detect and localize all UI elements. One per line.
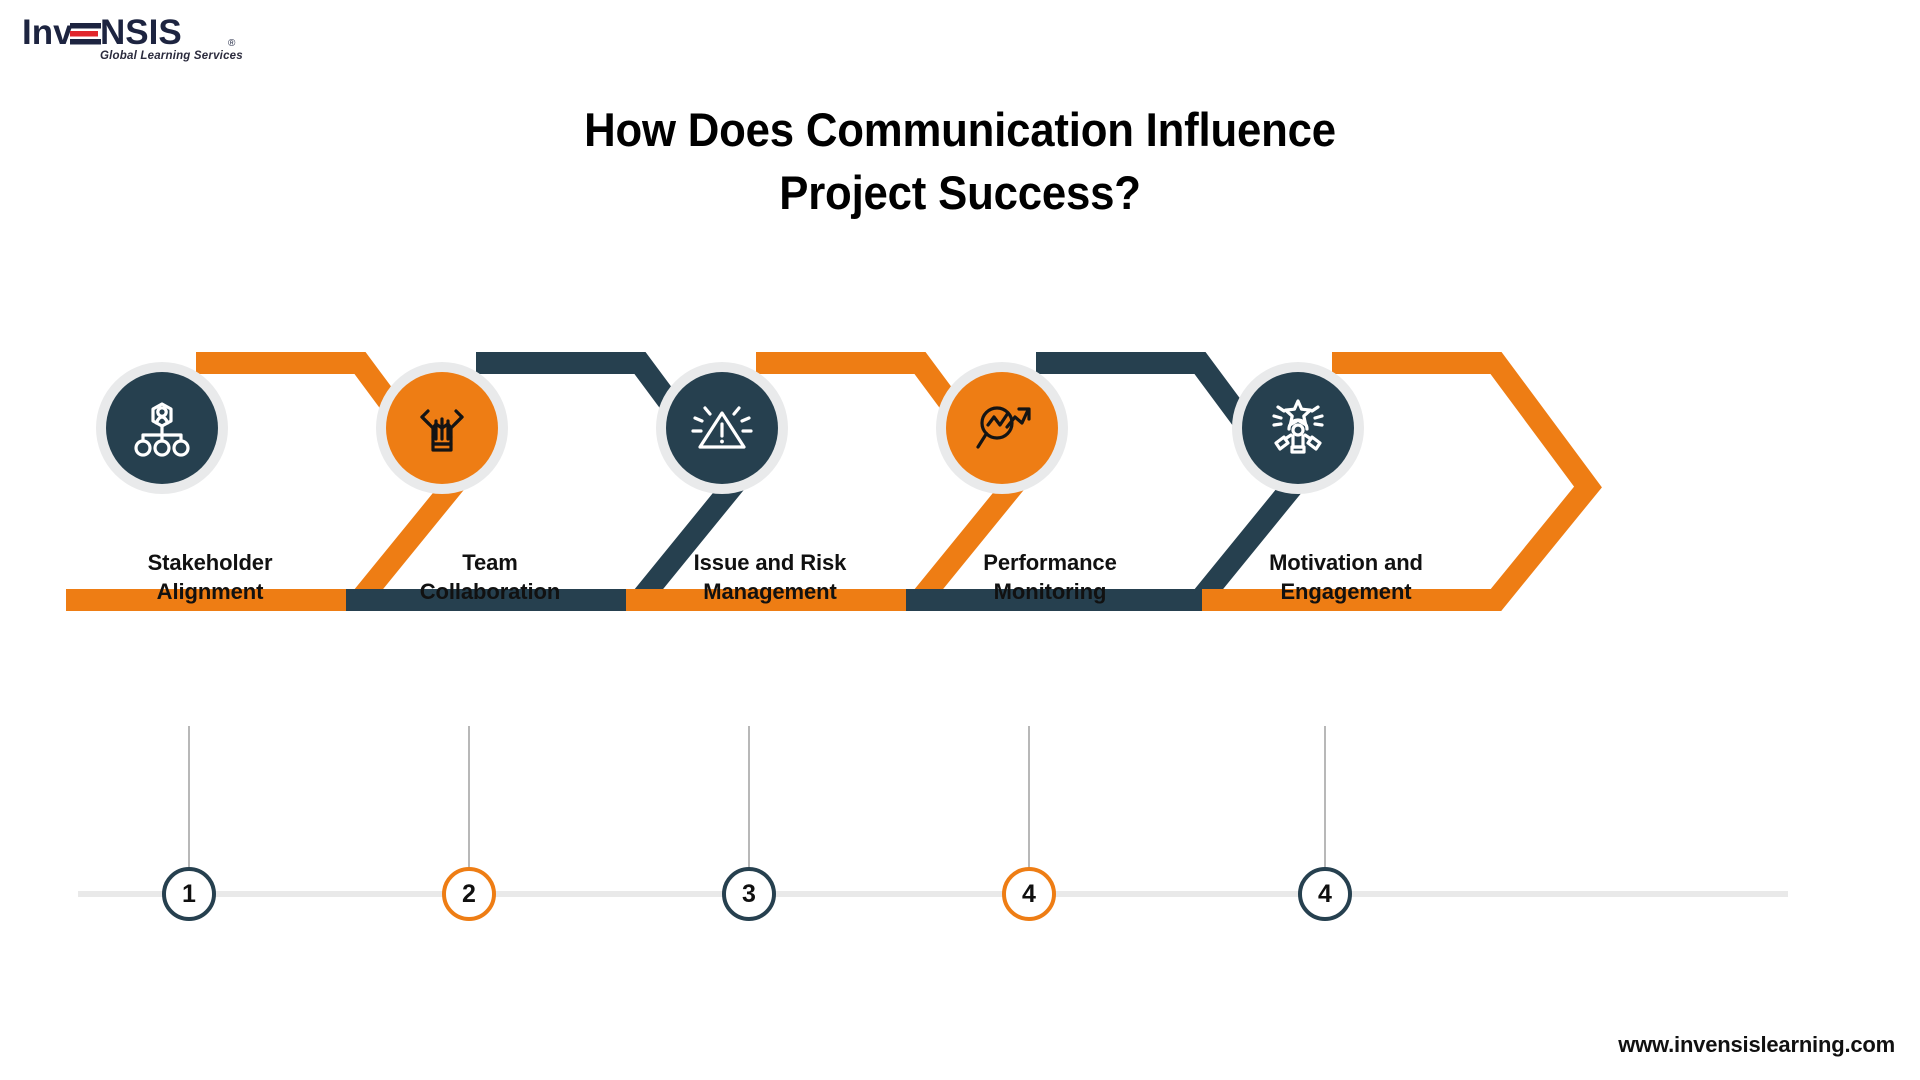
step-icon-badge-5 <box>1232 362 1364 494</box>
step-label-line-1: Performance <box>983 550 1117 575</box>
footer-website-url: www.invensislearning.com <box>1618 1032 1895 1057</box>
step-icon-badge-2 <box>376 362 508 494</box>
step-number-badge-4: 4 <box>1002 867 1056 921</box>
step-connector-line-4 <box>1028 726 1030 876</box>
step-chevron-3 <box>626 352 1026 611</box>
warning-triangle-icon <box>666 372 778 484</box>
step-connector-line-2 <box>468 726 470 876</box>
page-title-line-1: How Does Communication Influence <box>584 103 1336 157</box>
step-chevron-2 <box>346 352 746 611</box>
step-label-line-1: Team <box>462 550 518 575</box>
registered-trademark-icon: ® <box>228 38 236 49</box>
page-title-line-2: Project Success? <box>779 165 1141 219</box>
step-connector-line-3 <box>748 726 750 876</box>
step-label-line-2: Alignment <box>156 579 264 605</box>
step-connector-line-1 <box>188 726 190 876</box>
step-number-badge-3: 3 <box>722 867 776 921</box>
step-label-line-1: Stakeholder <box>147 550 273 575</box>
org-chart-stakeholder-icon <box>106 372 218 484</box>
step-number-text: 4 <box>1318 879 1332 908</box>
step-label-line-2: Management <box>703 579 837 605</box>
logo-tagline: Global Learning Services <box>100 50 243 62</box>
step-number-text: 4 <box>1022 879 1036 908</box>
step-chevron-5 <box>1202 352 1602 611</box>
step-number-badge-1: 1 <box>162 867 216 921</box>
step-label-line-2: Monitoring <box>993 579 1107 605</box>
timeline-baseline <box>78 891 1788 897</box>
step-label-line-2: Collaboration <box>419 579 561 605</box>
step-number-text: 3 <box>742 879 756 908</box>
step-number-badge-2: 2 <box>442 867 496 921</box>
invensis-logo: Inv NSIS ® Global Learning Services <box>22 14 252 72</box>
step-number-text: 1 <box>182 879 196 908</box>
step-icon-badge-1 <box>96 362 228 494</box>
step-label-line-2: Engagement <box>1280 579 1412 605</box>
page-title: How Does Communication Influence Project… <box>67 99 1853 224</box>
logo-nsis-text: NSIS <box>100 14 182 52</box>
star-celebration-teamwork-icon <box>1242 372 1354 484</box>
magnifier-trend-chart-icon <box>946 372 1058 484</box>
step-label-line-1: Motivation and <box>1269 550 1423 575</box>
step-connector-line-5 <box>1324 726 1326 876</box>
logo-inv-text: Inv <box>22 14 73 52</box>
joined-hands-teamwork-icon <box>386 372 498 484</box>
step-chevron-1 <box>66 352 466 611</box>
step-chevron-4 <box>906 352 1306 611</box>
step-label-line-1: Issue and Risk <box>693 550 847 575</box>
step-number-badge-5: 4 <box>1298 867 1352 921</box>
step-number-text: 2 <box>462 879 476 908</box>
invensis-wordmark-svg: Inv NSIS <box>22 14 182 52</box>
step-icon-badge-3 <box>656 362 788 494</box>
step-icon-badge-4 <box>936 362 1068 494</box>
